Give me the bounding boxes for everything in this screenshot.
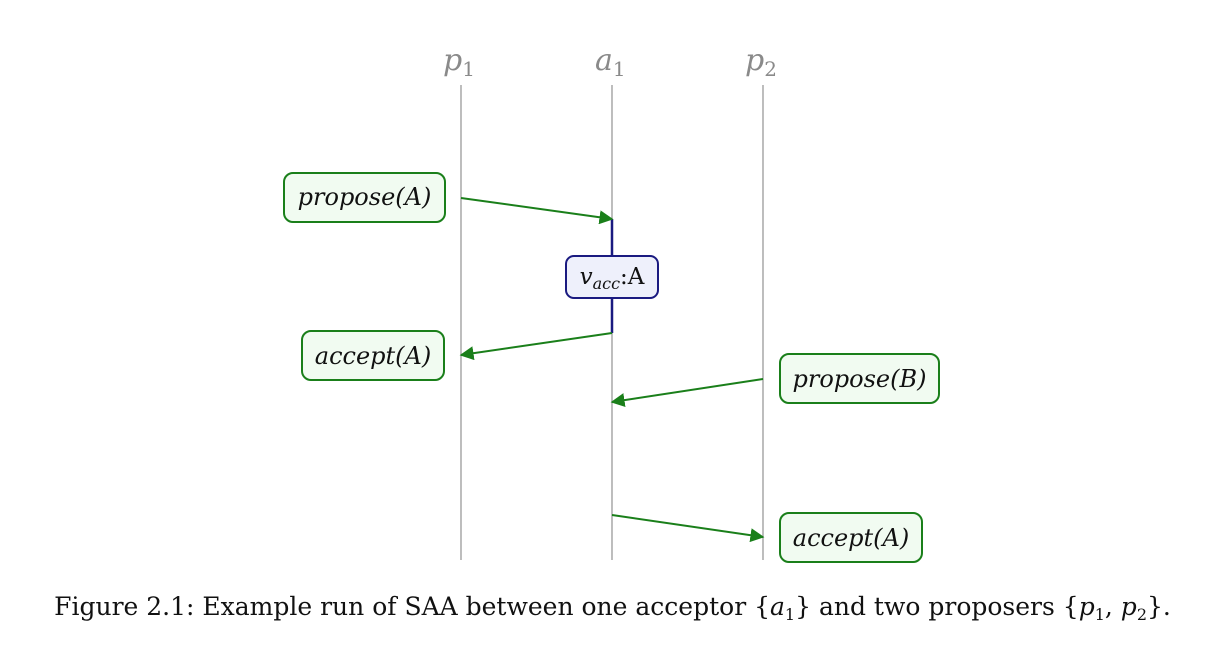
lane-label-p2: p2 xyxy=(745,43,777,81)
message-label-propose-b: propose(B) xyxy=(793,365,927,393)
lane-label-a1: a1 xyxy=(595,43,626,81)
message-arrow-accept-a-to-p2 xyxy=(611,514,765,543)
message-box-accept-a-p1: accept(A) xyxy=(301,330,445,381)
message-label-propose-a: propose(A) xyxy=(298,183,432,211)
caption-suffix: }. xyxy=(1147,592,1171,621)
figure-caption: Figure 2.1: Example run of SAA between o… xyxy=(0,592,1225,624)
message-box-accept-a-p2: accept(A) xyxy=(779,512,923,563)
message-arrow-accept-a-to-p1 xyxy=(459,332,613,361)
caption-p1-base: p xyxy=(1078,592,1095,621)
caption-acceptor-sub: 1 xyxy=(784,605,796,624)
lane-label-p1-sub: 1 xyxy=(462,57,475,81)
caption-p2-sub: 2 xyxy=(1136,605,1147,624)
lane-label-p1-base: p xyxy=(443,43,462,78)
caption-middle: } and two proposers { xyxy=(795,592,1079,621)
caption-p2-base: p xyxy=(1120,592,1137,621)
caption-prefix: Figure 2.1: Example run of SAA between o… xyxy=(54,592,771,621)
state-label: vacc:A xyxy=(580,264,645,293)
message-arrow-propose-a xyxy=(460,197,614,225)
caption-p1-sub: 1 xyxy=(1094,605,1105,624)
lane-label-p2-base: p xyxy=(745,43,764,78)
message-arrow-propose-b xyxy=(610,378,764,408)
message-label-accept-a-p2: accept(A) xyxy=(793,524,909,552)
lane-label-p1: p1 xyxy=(443,43,475,81)
message-box-propose-b: propose(B) xyxy=(779,353,940,404)
state-box-vacc: vacc:A xyxy=(565,255,659,299)
lane-label-a1-base: a xyxy=(595,43,613,78)
caption-acceptor-base: a xyxy=(770,592,785,621)
sequence-diagram: p1 a1 p2 propose(A) accept(A) propose(B)… xyxy=(283,43,940,563)
lane-label-a1-sub: 1 xyxy=(613,57,626,81)
lane-label-p2-sub: 2 xyxy=(764,57,777,81)
state-separator: : xyxy=(620,264,628,290)
message-label-accept-a-p1: accept(A) xyxy=(315,342,431,370)
state-value: A xyxy=(627,264,645,290)
state-var-base: v xyxy=(580,264,593,290)
state-var-sub: acc xyxy=(593,274,621,293)
message-box-propose-a: propose(A) xyxy=(283,172,446,223)
caption-comma: , xyxy=(1104,592,1121,621)
